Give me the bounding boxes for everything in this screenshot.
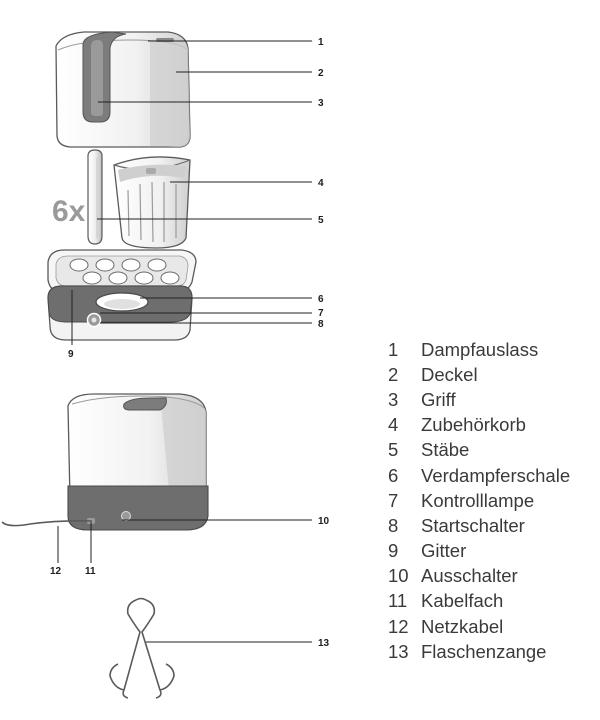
legend-label: Kontrolllampe — [421, 489, 535, 511]
legend-item: 13 Flaschenzange — [388, 639, 570, 664]
legend-label: Deckel — [421, 363, 478, 385]
legend-label: Startschalter — [421, 514, 525, 536]
legend-item: 7 Kontrolllampe — [388, 488, 570, 513]
legend-item: 3 Griff — [388, 387, 570, 412]
assembled-sterilizer-illustration — [1, 393, 209, 531]
callout-10: 10 — [318, 516, 330, 527]
rod-illustration — [87, 149, 103, 245]
legend-number: 4 — [388, 414, 399, 436]
grid-tray-illustration — [47, 249, 197, 293]
legend-label: Netzkabel — [421, 615, 504, 637]
callout-6: 6 — [318, 294, 324, 305]
legend-number: 13 — [388, 640, 409, 662]
legend-item: 10 Ausschalter — [388, 564, 570, 589]
legend-number: 10 — [388, 565, 409, 587]
leader-lines — [57, 40, 312, 643]
legend-item: 11 Kabelfach — [388, 589, 570, 614]
legend-label: Flaschenzange — [421, 640, 547, 662]
legend-number: 1 — [388, 338, 399, 360]
legend-item: 12 Netzkabel — [388, 614, 570, 639]
legend-label: Gitter — [421, 540, 467, 562]
callout-1: 1 — [318, 37, 324, 48]
legend-label: Griff — [421, 388, 456, 410]
legend-label: Zubehörkorb — [421, 414, 526, 436]
indicator-light-illustration — [86, 312, 102, 328]
callout-4: 4 — [318, 178, 324, 189]
legend-item: 2 Deckel — [388, 362, 570, 387]
legend-number: 5 — [388, 439, 399, 461]
legend-item: 4 Zubehörkorb — [388, 413, 570, 438]
legend-number: 12 — [388, 615, 409, 637]
legend-number: 2 — [388, 363, 399, 385]
callout-numbers: 1 2 3 4 5 6 7 8 9 10 11 12 13 — [50, 37, 330, 649]
legend-number: 8 — [388, 514, 399, 536]
legend-number: 6 — [388, 464, 399, 486]
callout-7: 7 — [318, 308, 324, 319]
callout-3: 3 — [318, 98, 324, 109]
callout-12: 12 — [50, 566, 62, 577]
legend-label: Verdampferschale — [421, 464, 571, 486]
callout-8: 8 — [318, 319, 324, 330]
legend-label: Stäbe — [421, 439, 470, 461]
parts-legend: 1 Dampfauslass 2 Deckel 3 Griff 4 Zubehörkor… — [388, 337, 570, 664]
legend-number: 9 — [388, 540, 399, 562]
legend-item: 5 Stäbe — [388, 438, 570, 463]
legend-item: 1 Dampfauslass — [388, 337, 570, 362]
legend-label: Dampfauslass — [421, 338, 539, 360]
legend-number: 7 — [388, 489, 399, 511]
legend-item: 8 Startschalter — [388, 513, 570, 538]
callout-5: 5 — [318, 215, 324, 226]
legend-item: 6 Verdampferschale — [388, 463, 570, 488]
accessory-basket-illustration — [113, 156, 191, 249]
bottle-tongs-illustration — [109, 597, 175, 699]
rod-quantity-label: 6x — [52, 195, 86, 228]
legend-label: Kabelfach — [421, 590, 504, 612]
legend-number: 11 — [388, 590, 408, 612]
legend-item: 9 Gitter — [388, 539, 570, 564]
callout-11: 11 — [85, 566, 96, 577]
legend-number: 3 — [388, 388, 399, 410]
lid-illustration — [55, 31, 191, 148]
callout-13: 13 — [318, 638, 330, 649]
callout-2: 2 — [318, 68, 324, 79]
handle-illustration — [82, 31, 127, 123]
callout-9: 9 — [68, 349, 74, 360]
legend-label: Ausschalter — [421, 565, 518, 587]
